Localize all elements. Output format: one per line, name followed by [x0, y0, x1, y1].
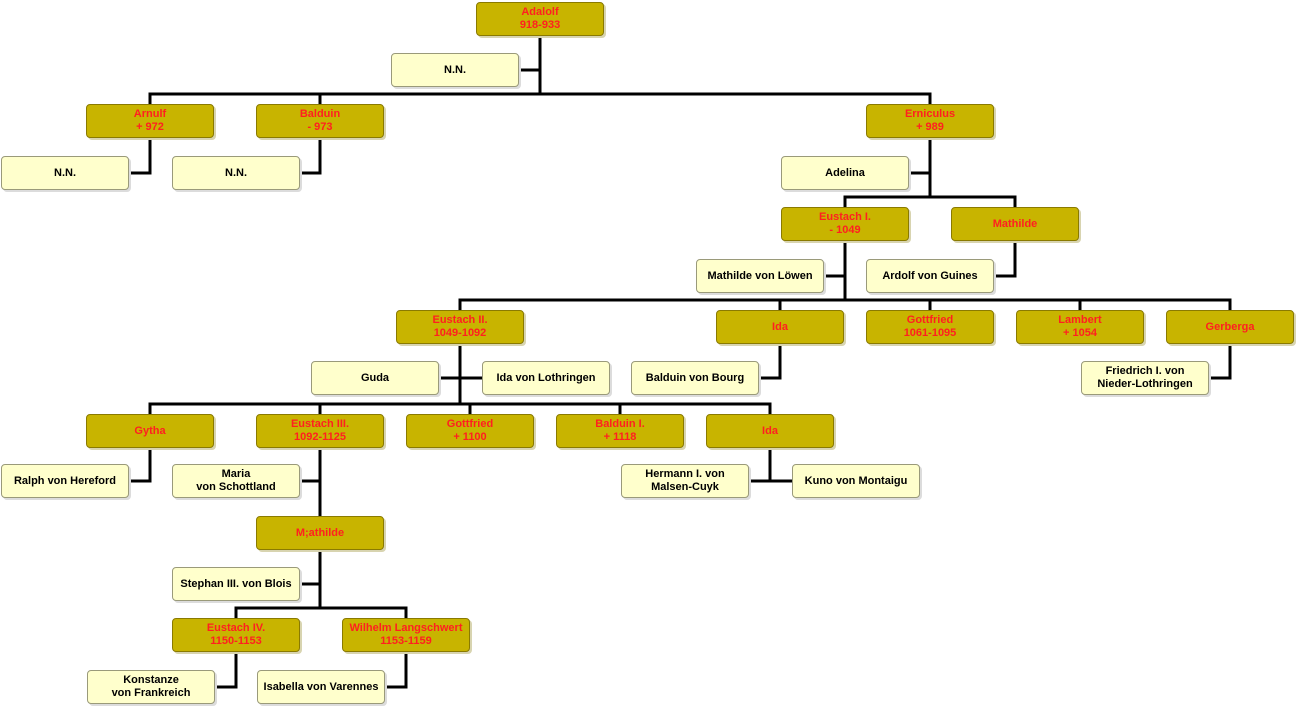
member-box-mathilde2: M;athilde — [256, 516, 384, 550]
person-name: Mathilde — [992, 217, 1038, 230]
member-box-gytha: Gytha — [86, 414, 214, 448]
person-name: Hermann I. von — [645, 468, 725, 480]
person-detail: + 972 — [136, 121, 164, 133]
person-name: Isabella von Varennes — [263, 680, 379, 693]
person-name: Gytha — [134, 424, 166, 437]
member-box-ida2: Ida — [706, 414, 834, 448]
person-detail: 1153-1159 — [380, 635, 432, 647]
spouse-box-ralph: Ralph von Hereford — [1, 464, 129, 498]
spouse-box-kuno: Kuno von Montaigu — [792, 464, 920, 498]
person-name: Eustach III. — [290, 418, 350, 430]
member-box-eustach2: Eustach II.1049-1092 — [396, 310, 524, 344]
person-name: Gottfried — [906, 314, 954, 326]
person-detail: 918-933 — [519, 19, 561, 31]
person-detail: 1049-1092 — [433, 327, 487, 339]
person-detail: 1092-1125 — [294, 431, 346, 443]
person-name: Gerberga — [1205, 320, 1255, 333]
person-name: Maria — [221, 468, 251, 480]
person-name: Adalolf — [521, 6, 559, 18]
spouse-box-ida_lothringen: Ida von Lothringen — [482, 361, 610, 395]
member-box-balduin2: Balduin I.+ 1118 — [556, 414, 684, 448]
person-name: Ardolf von Guines — [882, 269, 978, 282]
spouse-box-guda: Guda — [311, 361, 439, 395]
member-box-gottfried2: Gottfried+ 1100 — [406, 414, 534, 448]
member-box-eustach4: Eustach IV.1150-1153 — [172, 618, 300, 652]
person-name: Eustach IV. — [206, 622, 266, 634]
person-detail: + 989 — [916, 121, 944, 133]
person-name: Adelina — [825, 166, 865, 179]
person-name: Balduin — [299, 108, 341, 120]
person-name: Kuno von Montaigu — [804, 474, 908, 487]
member-box-erniculus: Erniculus+ 989 — [866, 104, 994, 138]
person-name: Konstanze — [123, 674, 179, 686]
person-detail: von Frankreich — [111, 687, 191, 699]
member-box-eustach3: Eustach III.1092-1125 — [256, 414, 384, 448]
spouse-box-adelina: Adelina — [781, 156, 909, 190]
person-detail: Malsen-Cuyk — [651, 481, 719, 493]
spouse-box-balduin_bourg: Balduin von Bourg — [631, 361, 759, 395]
person-detail: Nieder-Lothringen — [1097, 378, 1193, 390]
member-box-gerberga: Gerberga — [1166, 310, 1294, 344]
spouse-box-ardolf: Ardolf von Guines — [866, 259, 994, 293]
person-name: Ida — [772, 320, 788, 333]
person-detail: 1061-1095 — [903, 327, 957, 339]
spouse-box-stephan: Stephan III. von Blois — [172, 567, 300, 601]
person-name: Eustach II. — [432, 314, 488, 326]
person-name: N.N. — [54, 166, 76, 179]
spouse-box-nn3: N.N. — [172, 156, 300, 190]
person-detail: - 1049 — [829, 224, 861, 236]
person-name: Lambert — [1058, 314, 1102, 326]
person-name: Ida von Lothringen — [496, 371, 596, 384]
person-name: Erniculus — [904, 108, 956, 120]
person-detail: 1150-1153 — [210, 635, 262, 647]
person-name: Ida — [762, 424, 778, 437]
person-detail: + 1118 — [603, 431, 637, 443]
person-name: Balduin I. — [595, 418, 645, 430]
person-name: N.N. — [225, 166, 247, 179]
spouse-box-nn1: N.N. — [391, 53, 519, 87]
person-name: Balduin von Bourg — [645, 371, 745, 384]
member-box-ida1: Ida — [716, 310, 844, 344]
person-name: M;athilde — [295, 526, 345, 539]
person-detail: + 1100 — [453, 431, 487, 443]
spouse-box-isabella: Isabella von Varennes — [257, 670, 385, 704]
person-name: Guda — [360, 371, 390, 384]
person-name: Gottfried — [446, 418, 494, 430]
person-name: Eustach I. — [819, 211, 871, 223]
person-detail: + 1054 — [1063, 327, 1097, 339]
person-name: N.N. — [444, 63, 466, 76]
person-name: Arnulf — [133, 108, 167, 120]
member-box-lambert: Lambert+ 1054 — [1016, 310, 1144, 344]
member-box-eustach1: Eustach I.- 1049 — [781, 207, 909, 241]
person-name: Friedrich I. von — [1105, 365, 1185, 377]
spouse-box-nn2: N.N. — [1, 156, 129, 190]
person-name: Stephan III. von Blois — [180, 577, 292, 590]
spouse-box-mathilde_loewen: Mathilde von Löwen — [696, 259, 824, 293]
person-name: Mathilde von Löwen — [707, 269, 813, 282]
person-name: Ralph von Hereford — [13, 474, 117, 487]
person-detail: von Schottland — [196, 481, 276, 493]
person-detail: - 973 — [307, 121, 333, 133]
person-name: Wilhelm Langschwert — [349, 622, 463, 634]
member-box-balduin1: Balduin- 973 — [256, 104, 384, 138]
member-box-mathilde1: Mathilde — [951, 207, 1079, 241]
member-box-arnulf: Arnulf+ 972 — [86, 104, 214, 138]
